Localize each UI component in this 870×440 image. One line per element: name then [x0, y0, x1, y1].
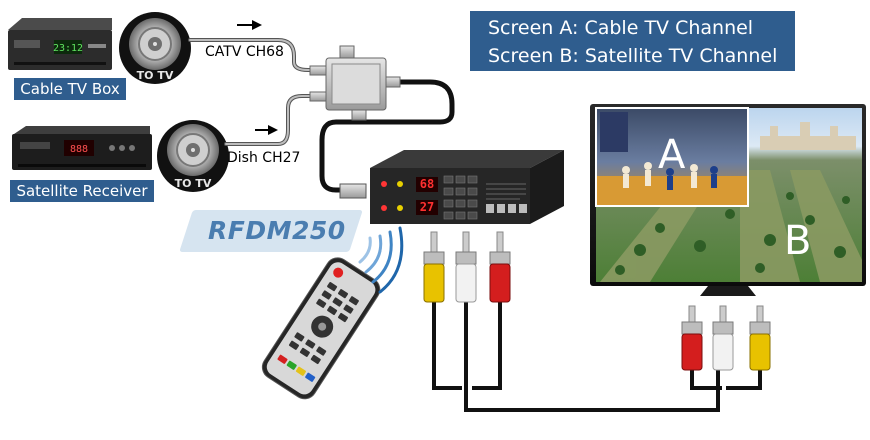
channel-display-bottom: 27: [416, 200, 438, 215]
signal-arrow-icon: [255, 125, 278, 135]
screen-b-letter: B: [784, 218, 811, 264]
rfdm250-modulator: [340, 150, 564, 224]
television: [590, 104, 866, 296]
svg-text:888: 888: [70, 144, 88, 155]
svg-text:23:12: 23:12: [53, 43, 83, 54]
rca-plug-white: [456, 232, 476, 302]
remote-control: [258, 253, 385, 403]
rca-plug-yellow: [750, 306, 770, 370]
rca-plug-red: [490, 232, 510, 302]
satellite-receiver: 888: [12, 126, 152, 170]
signal-arrow-icon: [237, 20, 262, 30]
coax-output-connector-1: TO TV: [119, 12, 191, 84]
rca-plug-red: [682, 306, 702, 370]
coax-output-connector-2: TO TV: [157, 120, 229, 192]
signal-combiner: [310, 46, 400, 120]
rca-cables: [434, 300, 760, 410]
to-tv-label-2: TO TV: [175, 177, 212, 190]
rca-plug-white: [713, 306, 733, 370]
rca-plug-yellow: [424, 232, 444, 302]
screen-a-letter: A: [658, 132, 685, 178]
to-tv-label-1: TO TV: [137, 69, 174, 82]
cable-tv-box: 23:12: [8, 18, 112, 70]
channel-display-top: 68: [416, 177, 438, 192]
